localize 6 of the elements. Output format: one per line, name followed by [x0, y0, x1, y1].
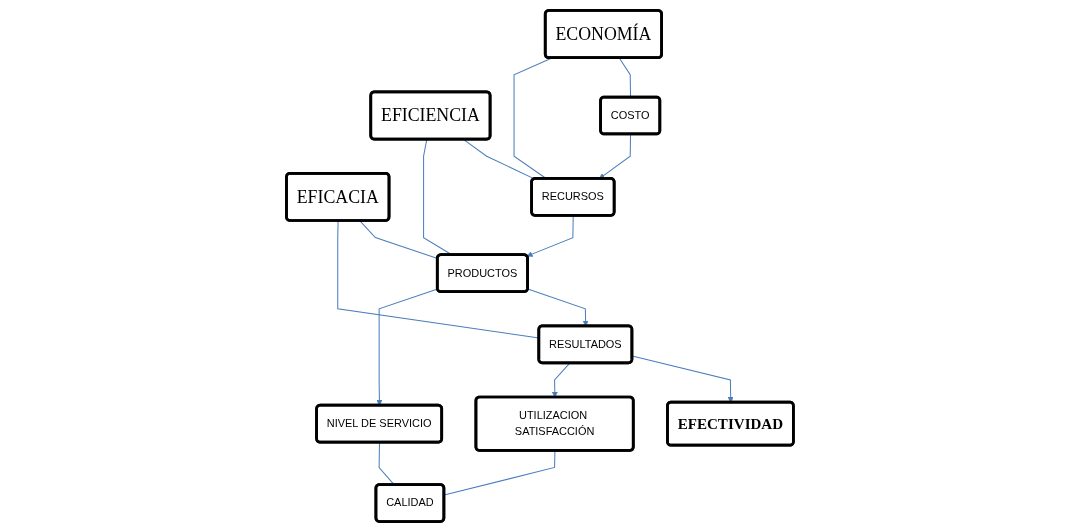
arrow [551, 362, 570, 398]
connector [618, 57, 631, 98]
arrow [526, 215, 574, 257]
connector [443, 450, 556, 496]
arrow [375, 288, 438, 406]
arrow [631, 355, 734, 403]
